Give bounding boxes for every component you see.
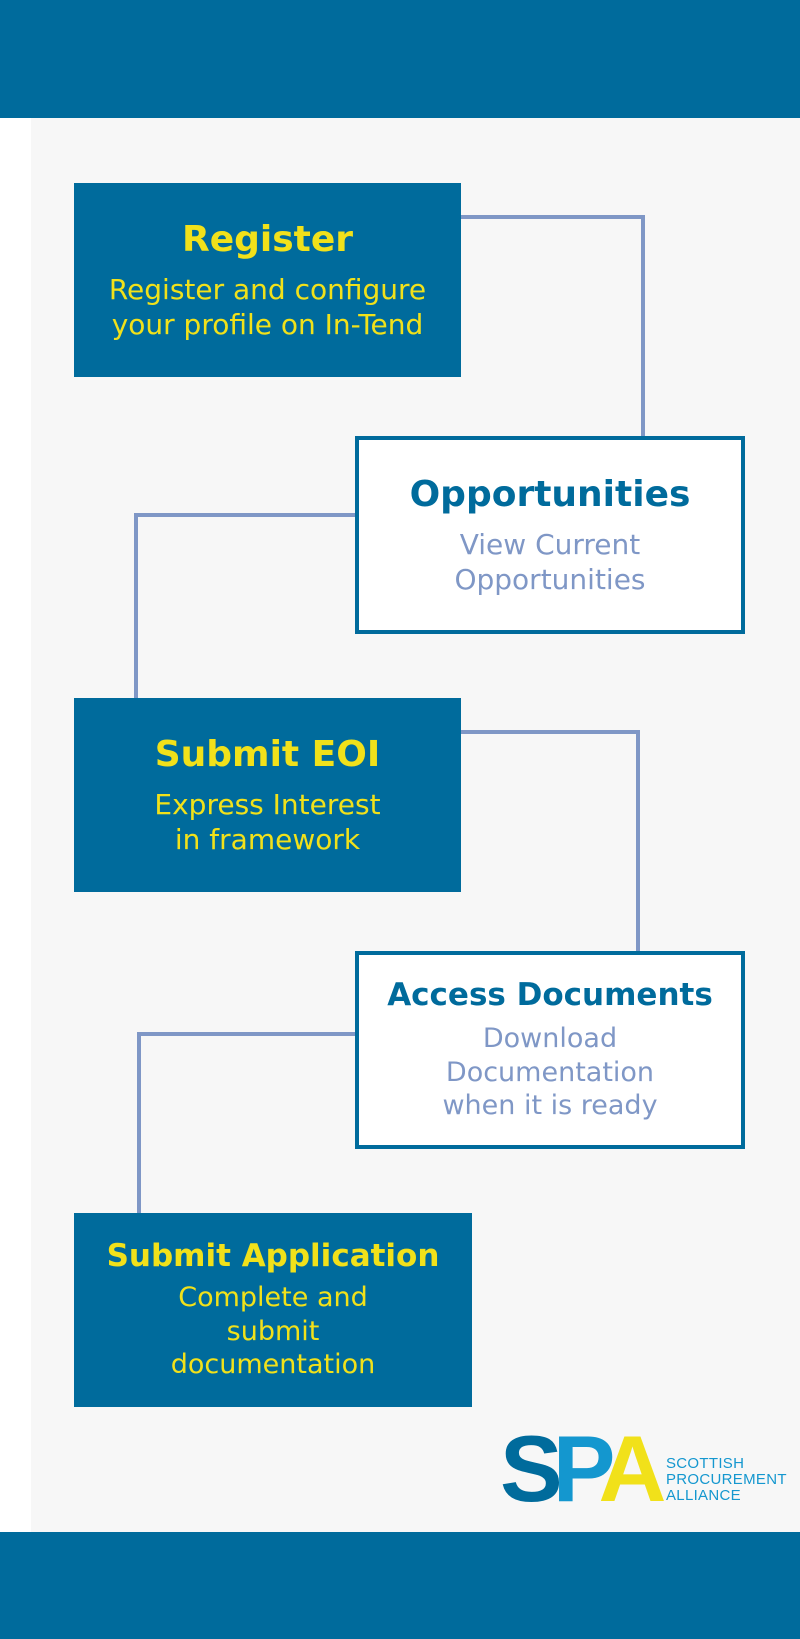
connector-register-to-opportunities: [461, 215, 645, 436]
spa-logo: SPA: [500, 1428, 674, 1506]
spa-logo-mark: SPA: [500, 1428, 664, 1506]
step-register: Register Register and configure your pro…: [74, 183, 461, 377]
footer-band: [0, 1532, 800, 1639]
step-submit-application: Submit Application Complete and submit d…: [74, 1213, 472, 1407]
step-access-documents-desc-line-2: Documentation: [445, 1056, 655, 1088]
step-submit-application-desc-line-2: submit: [226, 1315, 320, 1347]
step-access-documents: Access Documents Download Documentation …: [355, 951, 745, 1149]
step-submit-eoi: Submit EOI Express Interest in framework: [74, 698, 461, 892]
step-register-desc-line-1: Register and configure: [108, 272, 427, 306]
step-register-desc-line-2: your profile on In-Tend: [111, 307, 424, 341]
spa-logo-line-2: PROCUREMENT: [666, 1471, 787, 1488]
step-opportunities-title: Opportunities: [409, 474, 691, 516]
step-opportunities-desc-line-1: View Current: [459, 527, 641, 561]
step-access-documents-desc-line-3: when it is ready: [442, 1090, 658, 1122]
step-submit-application-desc-line-1: Complete and: [178, 1281, 368, 1313]
header-band: [0, 0, 800, 118]
step-submit-application-title: Submit Application: [106, 1237, 440, 1274]
step-opportunities-desc-line-2: Opportunities: [454, 562, 646, 596]
spa-logo-wordmark: SCOTTISH PROCUREMENT ALLIANCE: [666, 1456, 787, 1504]
step-submit-application-desc-line-3: documentation: [170, 1349, 376, 1381]
connector-access-documents-to-submit-application: [137, 1032, 355, 1213]
step-access-documents-desc-line-1: Download: [482, 1022, 618, 1054]
step-submit-eoi-desc-line-1: Express Interest: [154, 787, 381, 821]
step-submit-eoi-desc-line-2: in framework: [174, 822, 361, 856]
connector-submit-eoi-to-access-documents: [461, 730, 640, 951]
connector-opportunities-to-submit-eoi: [134, 513, 355, 698]
spa-logo-line-1: SCOTTISH: [666, 1455, 745, 1472]
step-submit-eoi-title: Submit EOI: [154, 734, 381, 776]
step-access-documents-title: Access Documents: [387, 976, 713, 1013]
step-opportunities: Opportunities View Current Opportunities: [355, 436, 745, 634]
step-register-title: Register: [181, 219, 354, 261]
spa-logo-line-3: ALLIANCE: [666, 1487, 741, 1504]
